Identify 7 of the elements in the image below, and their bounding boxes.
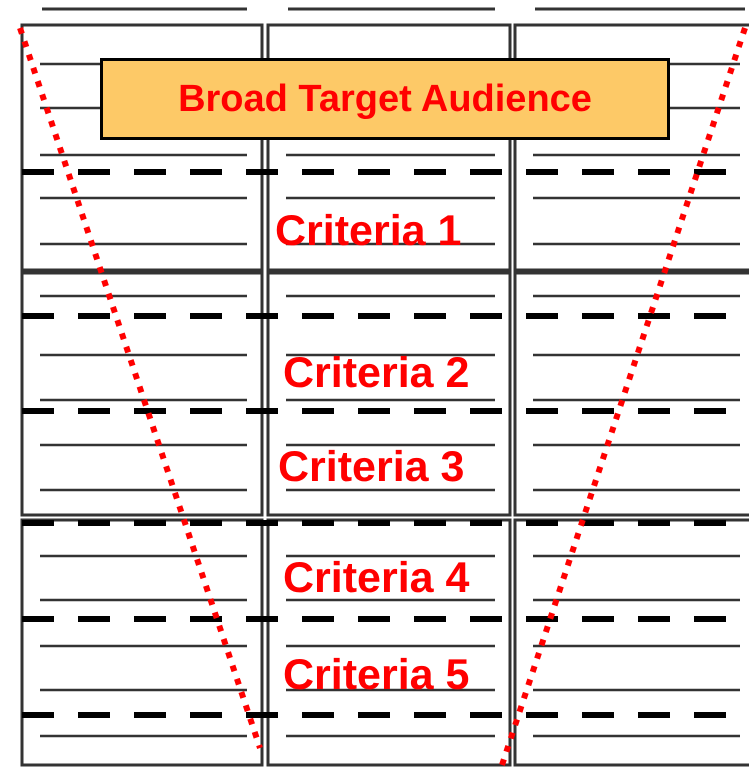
criteria-label: Criteria 3 xyxy=(278,446,464,489)
criteria-label: Criteria 5 xyxy=(283,654,470,697)
box-title: Broad Target Audience xyxy=(178,78,592,120)
criteria-label: Criteria 2 xyxy=(283,352,470,395)
criteria-label: Criteria 4 xyxy=(283,557,470,600)
criteria-label: Criteria 1 xyxy=(275,210,462,253)
title-box xyxy=(100,58,670,140)
